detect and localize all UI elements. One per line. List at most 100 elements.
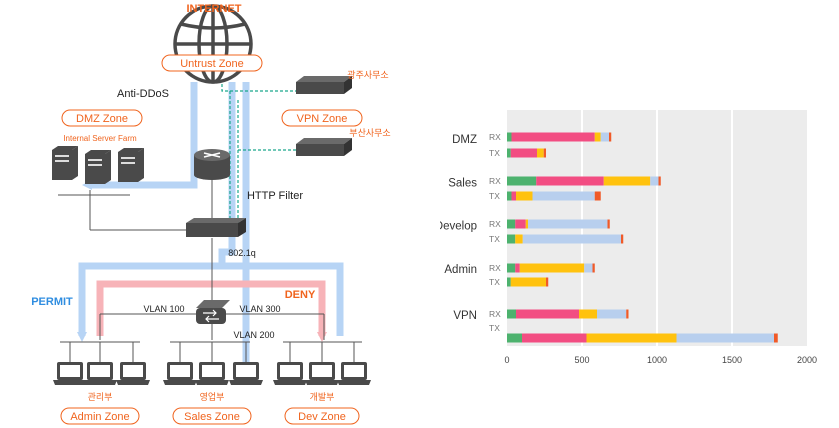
row-label: TX (489, 277, 500, 287)
bar-segment (516, 309, 579, 319)
row-label: RX (489, 309, 501, 319)
bar-segment (510, 148, 537, 158)
group-label: Admin (444, 264, 477, 276)
bar-segment (537, 148, 544, 158)
bar-segment (515, 263, 520, 273)
sales-zone-pill (172, 407, 252, 425)
group-label: Develop (440, 221, 477, 233)
group-label: DMZ (452, 134, 477, 146)
dev-dept-label: 개발부 (310, 392, 335, 402)
bar-segment (507, 219, 516, 229)
bar-segment (515, 219, 526, 229)
bar-segment (510, 277, 546, 287)
deny-label: DENY (285, 289, 316, 301)
server-icon (52, 146, 78, 180)
bar-segment (600, 132, 609, 142)
laptop-icon (229, 362, 263, 385)
sales-dept-label: 영업부 (200, 392, 225, 402)
bar-segment (522, 333, 587, 343)
row-label: TX (489, 234, 500, 244)
bar-segment (592, 263, 595, 273)
bar-segment (507, 148, 511, 158)
vpn-zone-label: VPN Zone (297, 113, 348, 125)
traffic-bar-chart: RXDMZTXRXSalesTXRXDevelopTXRXAdminTXRXVP… (440, 110, 817, 365)
branch-busan-label: 부산사무소 (349, 128, 390, 138)
x-tick-label: 2000 (797, 355, 817, 365)
anti-ddos-label: Anti-DDoS (117, 88, 169, 100)
laptop-icon (273, 362, 307, 385)
bar-segment (511, 191, 516, 201)
untrust-zone-label: Untrust Zone (180, 58, 244, 70)
x-tick-label: 500 (574, 355, 589, 365)
x-tick-label: 0 (504, 355, 509, 365)
branch-gwangju-label: 광주사무소 (347, 69, 388, 80)
bar-segment (774, 333, 778, 343)
bar-segment (650, 176, 659, 186)
bar-segment (522, 234, 621, 244)
bar-segment (658, 176, 661, 186)
server-farm (52, 146, 144, 184)
group-label: VPN (453, 310, 477, 322)
row-label: TX (489, 323, 500, 333)
laptop-icon (83, 362, 117, 385)
bar-segment (507, 263, 516, 273)
bar-segment (507, 132, 512, 142)
vlan100-label: VLAN 100 (143, 304, 184, 314)
bar-segment (536, 176, 604, 186)
wiring (58, 175, 362, 362)
permit-label: PERMIT (31, 296, 73, 308)
bar-segment (543, 148, 546, 158)
bar-segment (621, 234, 624, 244)
dev-zone-pill (284, 407, 360, 425)
vlan300-label: VLAN 300 (239, 304, 280, 314)
row-label: RX (489, 176, 501, 186)
bar-segment (507, 191, 512, 201)
dev-zone-label: Dev Zone (298, 411, 346, 423)
bar-segment (546, 277, 549, 287)
bar-segment (507, 176, 537, 186)
dot1q-label: 802.1q (228, 248, 256, 258)
bar-segment (597, 309, 627, 319)
bar-segment (594, 191, 601, 201)
vpn-zone-pill (281, 109, 363, 127)
laptop-icon (163, 362, 197, 385)
vpn-device-busan-icon (296, 138, 352, 156)
admin-zone-pill (60, 407, 140, 425)
vlan200-label: VLAN 200 (233, 330, 274, 340)
bar-segment (525, 219, 528, 229)
bar-segment (532, 191, 595, 201)
row-label: TX (489, 191, 500, 201)
x-tick-label: 1000 (647, 355, 667, 365)
row-label: RX (489, 219, 501, 229)
router-icon (194, 149, 230, 180)
admin-dept-label: 관리부 (88, 392, 113, 402)
bar-segment (519, 263, 585, 273)
core-switch-icon (186, 218, 246, 237)
bar-segment (626, 309, 629, 319)
vpn-to-sales-path (222, 262, 344, 336)
row-label: RX (489, 132, 501, 142)
x-tick-label: 1500 (722, 355, 742, 365)
deny-arrow-head (317, 332, 327, 342)
admin-zone-label: Admin Zone (70, 411, 129, 423)
bar-segment (594, 132, 601, 142)
bar-segment (507, 309, 516, 319)
internet-to-dmz-path (90, 82, 198, 189)
bar-segment (511, 132, 595, 142)
dmz-zone-label: DMZ Zone (76, 113, 128, 125)
sales-zone-label: Sales Zone (184, 411, 240, 423)
bar-segment (603, 176, 651, 186)
http-filter-label: HTTP Filter (247, 190, 303, 202)
vlan-switch-icon (196, 300, 230, 324)
bar-segment (584, 263, 593, 273)
internet-label: INTERNET (187, 3, 242, 15)
laptop-icon (337, 362, 371, 385)
bar-segment (676, 333, 774, 343)
bar-segment (607, 219, 610, 229)
vpn-link-gwangju (221, 84, 298, 92)
server-icon (118, 148, 144, 182)
bar-segment (528, 219, 608, 229)
row-label: RX (489, 263, 501, 273)
bar-segment (609, 132, 612, 142)
group-label: Sales (448, 178, 477, 190)
